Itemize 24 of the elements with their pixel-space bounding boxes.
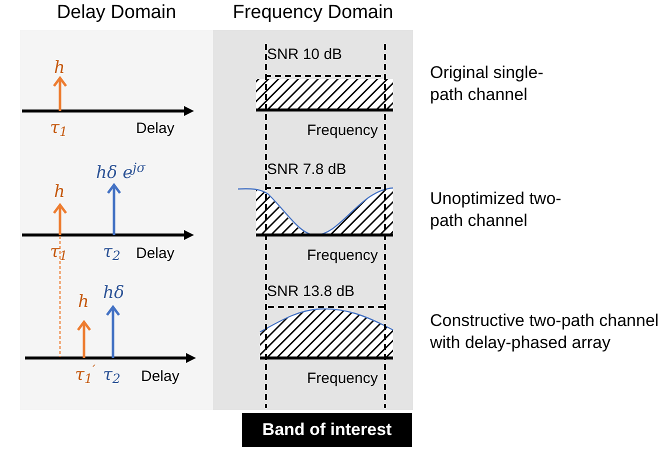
math-label: h <box>78 291 89 314</box>
math-label: hδ <box>103 282 124 305</box>
axis-label: SNR 13.8 dB <box>267 282 355 302</box>
axis-label: Delay <box>136 119 174 139</box>
panel-heading: Delay Domain <box>56 1 178 25</box>
axis-label: Delay <box>136 244 174 264</box>
math-label: τ$_{1}$ <box>50 241 68 266</box>
channel-description: Original single-path channel <box>430 62 544 106</box>
axis-label: SNR 7.8 dB <box>267 160 346 180</box>
axis-label: Frequency <box>307 121 378 141</box>
channel-description: Constructive two-path channel with delay-phased array <box>430 310 660 354</box>
axis-label: Frequency <box>307 369 378 389</box>
math-label: h <box>54 181 65 204</box>
axis-label: SNR 10 dB <box>267 45 342 65</box>
channel-description: Unoptimized two-path channel <box>430 188 562 232</box>
math-label: τ$_{2}$ <box>103 364 121 388</box>
axis-label: Delay <box>141 367 180 387</box>
band-label: Band of interest <box>242 413 412 447</box>
math-label: hδ e$^{jσ}$ <box>96 161 146 185</box>
math-label: h <box>54 57 65 80</box>
math-label: τ$_{1}$ <box>50 117 68 142</box>
panel-heading: Frequency Domain <box>232 1 394 25</box>
math-label: τ$_{2}$ <box>103 241 121 266</box>
axis-label: Frequency <box>307 246 378 266</box>
